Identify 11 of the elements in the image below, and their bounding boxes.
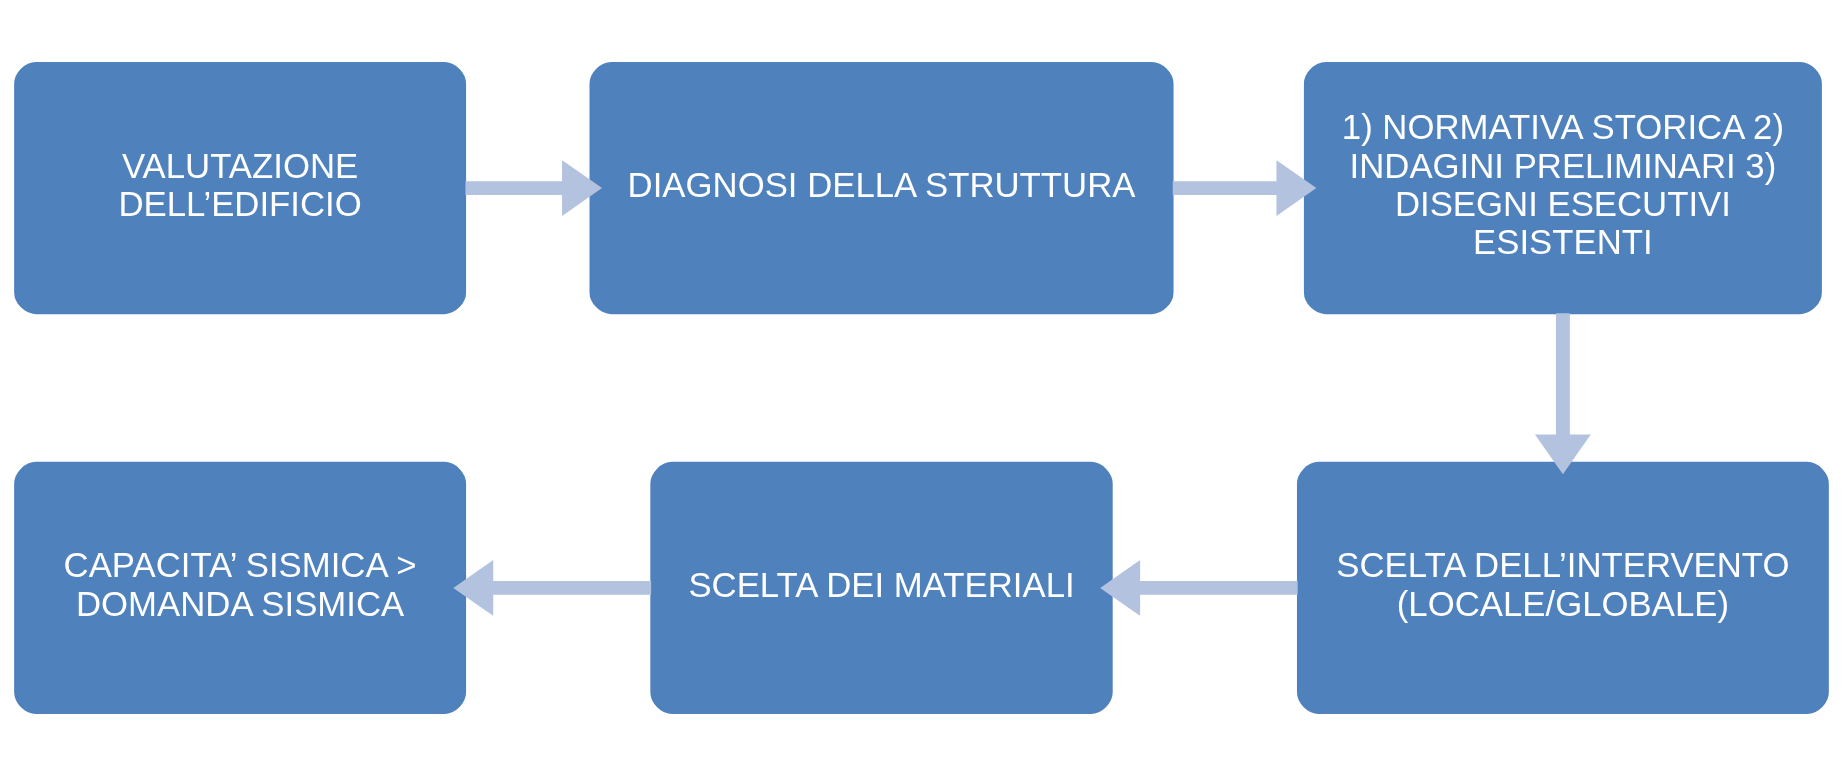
arrow <box>1172 159 1317 216</box>
node-box: 1) NORMATIVA STORICA 2) INDAGINI PRELIMINARI 3) DISEGNI ESECUTIVI ESISTENTI <box>1303 61 1822 314</box>
node-box: SCELTA DELL’INTERVENTO (LOCALE/GLOBALE) <box>1296 461 1829 714</box>
arrow <box>1100 559 1298 616</box>
node-box: DIAGNOSI DELLA STRUTTURA <box>589 61 1174 314</box>
node-box: CAPACITA’ SISMICA > DOMANDA SISMICA <box>14 461 467 714</box>
node-box: SCELTA DEI MATERIALI <box>650 461 1113 714</box>
arrow <box>453 559 652 616</box>
arrow <box>465 159 602 216</box>
node-box: VALUTAZIONE DELL’EDIFICIO <box>14 61 467 314</box>
arrow <box>1534 312 1591 474</box>
